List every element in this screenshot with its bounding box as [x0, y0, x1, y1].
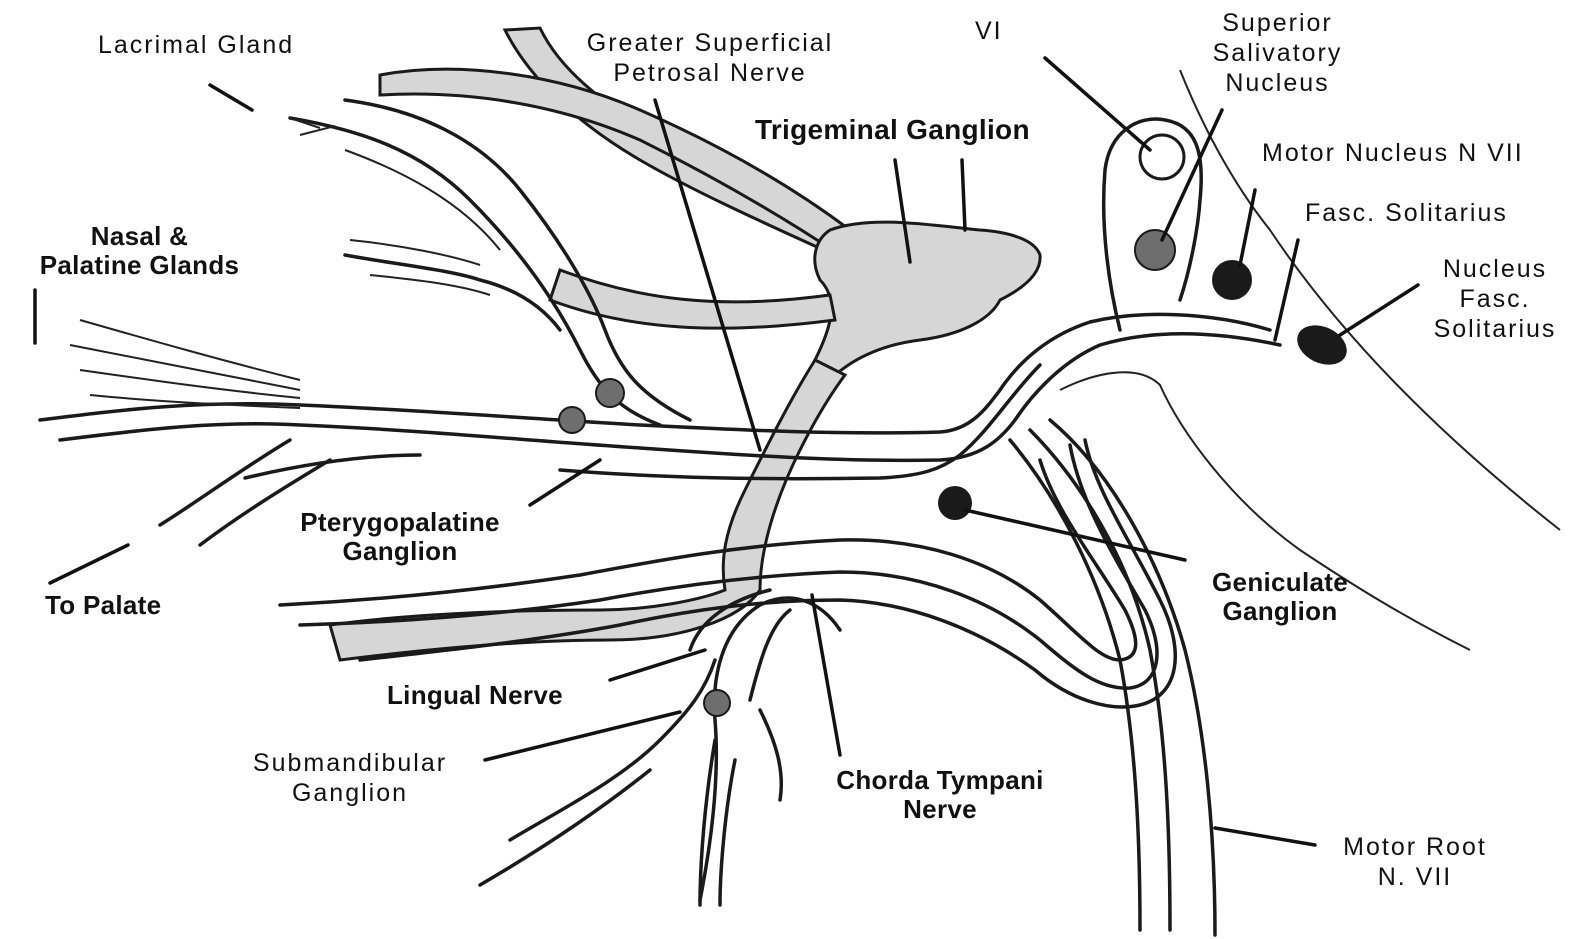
label-nasal-line1: Nasal &	[12, 222, 267, 251]
pointer-pterygopalatine	[530, 460, 600, 505]
label-submandibular-line1: Submandibular	[225, 748, 475, 778]
label-motor-root-line1: Motor Root	[1315, 832, 1515, 862]
label-fasc-solitarius: Fasc. Solitarius	[1305, 198, 1508, 228]
label-superior-line2: Salivatory	[1190, 38, 1365, 68]
pointer-vi	[1045, 58, 1150, 150]
label-motor-root-line2: N. VII	[1315, 862, 1515, 892]
label-ptery-line1: Pterygopalatine	[270, 508, 530, 537]
vi-nucleus	[1140, 135, 1184, 179]
pterygopalatine-dot-1	[596, 379, 624, 407]
label-nucleus-fasc-solitarius: Nucleus Fasc. Solitarius	[1420, 254, 1570, 344]
lacrimal-fork	[290, 118, 500, 250]
trigeminal-ganglion-shape	[815, 222, 1040, 380]
label-lacrimal-gland: Lacrimal Gland	[98, 30, 294, 60]
motor-root-line-2	[1010, 440, 1140, 930]
label-submandibular-ganglion: Submandibular Ganglion	[225, 748, 475, 808]
label-greater-superficial-petrosal-nerve: Greater Superficial Petrosal Nerve	[555, 28, 865, 88]
label-geniculate-line1: Geniculate	[1190, 568, 1370, 597]
pointer-chorda-tympani	[812, 595, 840, 755]
submandibular-ganglion-dot	[704, 690, 730, 716]
pointer-geniculate	[965, 510, 1185, 560]
label-submandibular-line2: Ganglion	[225, 778, 475, 808]
label-pterygopalatine-ganglion: Pterygopalatine Ganglion	[270, 508, 530, 566]
geniculate-ganglion-dot	[938, 486, 972, 520]
label-greater-superficial-line2: Petrosal Nerve	[555, 58, 865, 88]
pointer-to-palate	[50, 545, 128, 583]
label-ptery-line2: Ganglion	[270, 537, 530, 566]
superior-salivatory-nucleus-dot	[1135, 230, 1175, 270]
label-superior-line1: Superior	[1190, 8, 1365, 38]
pointer-lingual	[610, 650, 705, 680]
facial-nerve-main-lower	[60, 334, 1280, 461]
label-chorda-tympani-nerve: Chorda Tympani Nerve	[795, 766, 1085, 824]
label-nucleus-line3: Solitarius	[1420, 314, 1570, 344]
label-nucleus-line1: Nucleus	[1420, 254, 1570, 284]
label-greater-superficial-line1: Greater Superficial	[555, 28, 865, 58]
label-to-palate: To Palate	[45, 590, 161, 620]
label-geniculate-ganglion: Geniculate Ganglion	[1190, 568, 1370, 626]
label-lingual-nerve: Lingual Nerve	[387, 680, 563, 710]
pterygopalatine-dot-2	[559, 407, 585, 433]
label-chorda-line1: Chorda Tympani	[795, 766, 1085, 795]
motor-nucleus-dot	[1212, 260, 1252, 300]
label-vi: VI	[975, 16, 1003, 46]
nasal-fibers	[70, 320, 300, 408]
label-superior-salivatory-nucleus: Superior Salivatory Nucleus	[1190, 8, 1365, 98]
label-nasal-line2: Palatine Glands	[12, 251, 267, 280]
pointer-lacrimal-gland	[210, 85, 252, 110]
palate-branch-3	[245, 455, 420, 478]
label-motor-nucleus-n-vii: Motor Nucleus N VII	[1262, 138, 1524, 168]
label-chorda-line2: Nerve	[795, 795, 1085, 824]
pointer-nucleus-fasc-solitarius	[1340, 285, 1418, 335]
lacrimal-branch-upper	[290, 118, 660, 425]
label-superior-line3: Nucleus	[1190, 68, 1365, 98]
pointer-submandibular	[485, 712, 680, 760]
label-trigeminal-ganglion: Trigeminal Ganglion	[755, 115, 1030, 145]
label-nucleus-line2: Fasc.	[1420, 284, 1570, 314]
label-motor-root-n-vii: Motor Root N. VII	[1315, 832, 1515, 892]
motor-root-line-3	[1050, 420, 1215, 935]
pointer-trigeminal-2	[962, 160, 965, 230]
label-nasal-palatine-glands: Nasal & Palatine Glands	[12, 222, 267, 280]
facial-nerve-main-upper	[40, 314, 1270, 432]
pointer-motor-root	[1215, 828, 1315, 845]
label-geniculate-line2: Ganglion	[1190, 597, 1370, 626]
